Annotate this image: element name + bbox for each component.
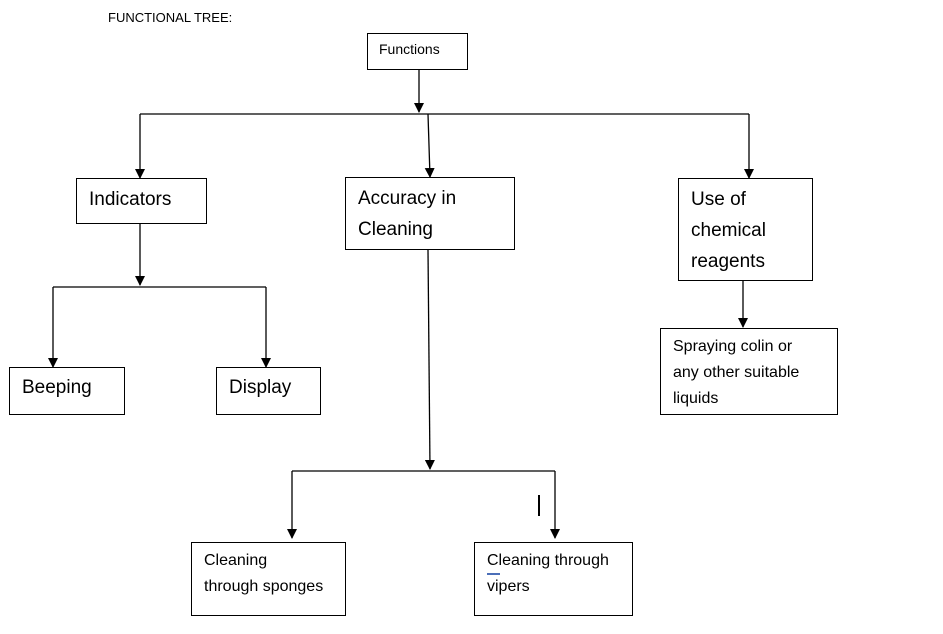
node-display: Display (216, 367, 321, 415)
node-display-label: Display (229, 377, 292, 398)
node-spraying: Spraying colin or any other suitable liq… (660, 328, 838, 415)
node-beeping-label: Beeping (22, 377, 92, 398)
node-indicators-label: Indicators (89, 189, 172, 210)
text-cursor (538, 495, 540, 516)
node-accuracy-label: Accuracy in Cleaning (358, 188, 457, 240)
node-indicators: Indicators (76, 178, 207, 224)
node-accuracy: Accuracy in Cleaning (345, 177, 515, 250)
node-sponges-label: Cleaning through sponges (204, 552, 324, 595)
node-vipers: Cleaning through vipers (474, 542, 633, 616)
node-sponges: Cleaning through sponges (191, 542, 346, 616)
diagram-heading: FUNCTIONAL TREE: (108, 10, 233, 25)
node-vipers-label: Cleaning through vipers (487, 552, 609, 595)
node-functions-label: Functions (379, 41, 440, 57)
arrow-to-accuracy (424, 113, 435, 178)
node-reagents: Use of chemical reagents (678, 178, 813, 281)
accuracy-connector (424, 249, 435, 470)
spellcheck-underline (487, 570, 500, 575)
node-reagents-label: Use of chemical reagents (691, 189, 766, 272)
node-spraying-label: Spraying colin or any other suitable liq… (673, 338, 800, 407)
node-beeping: Beeping (9, 367, 125, 415)
node-functions: Functions (367, 33, 468, 70)
